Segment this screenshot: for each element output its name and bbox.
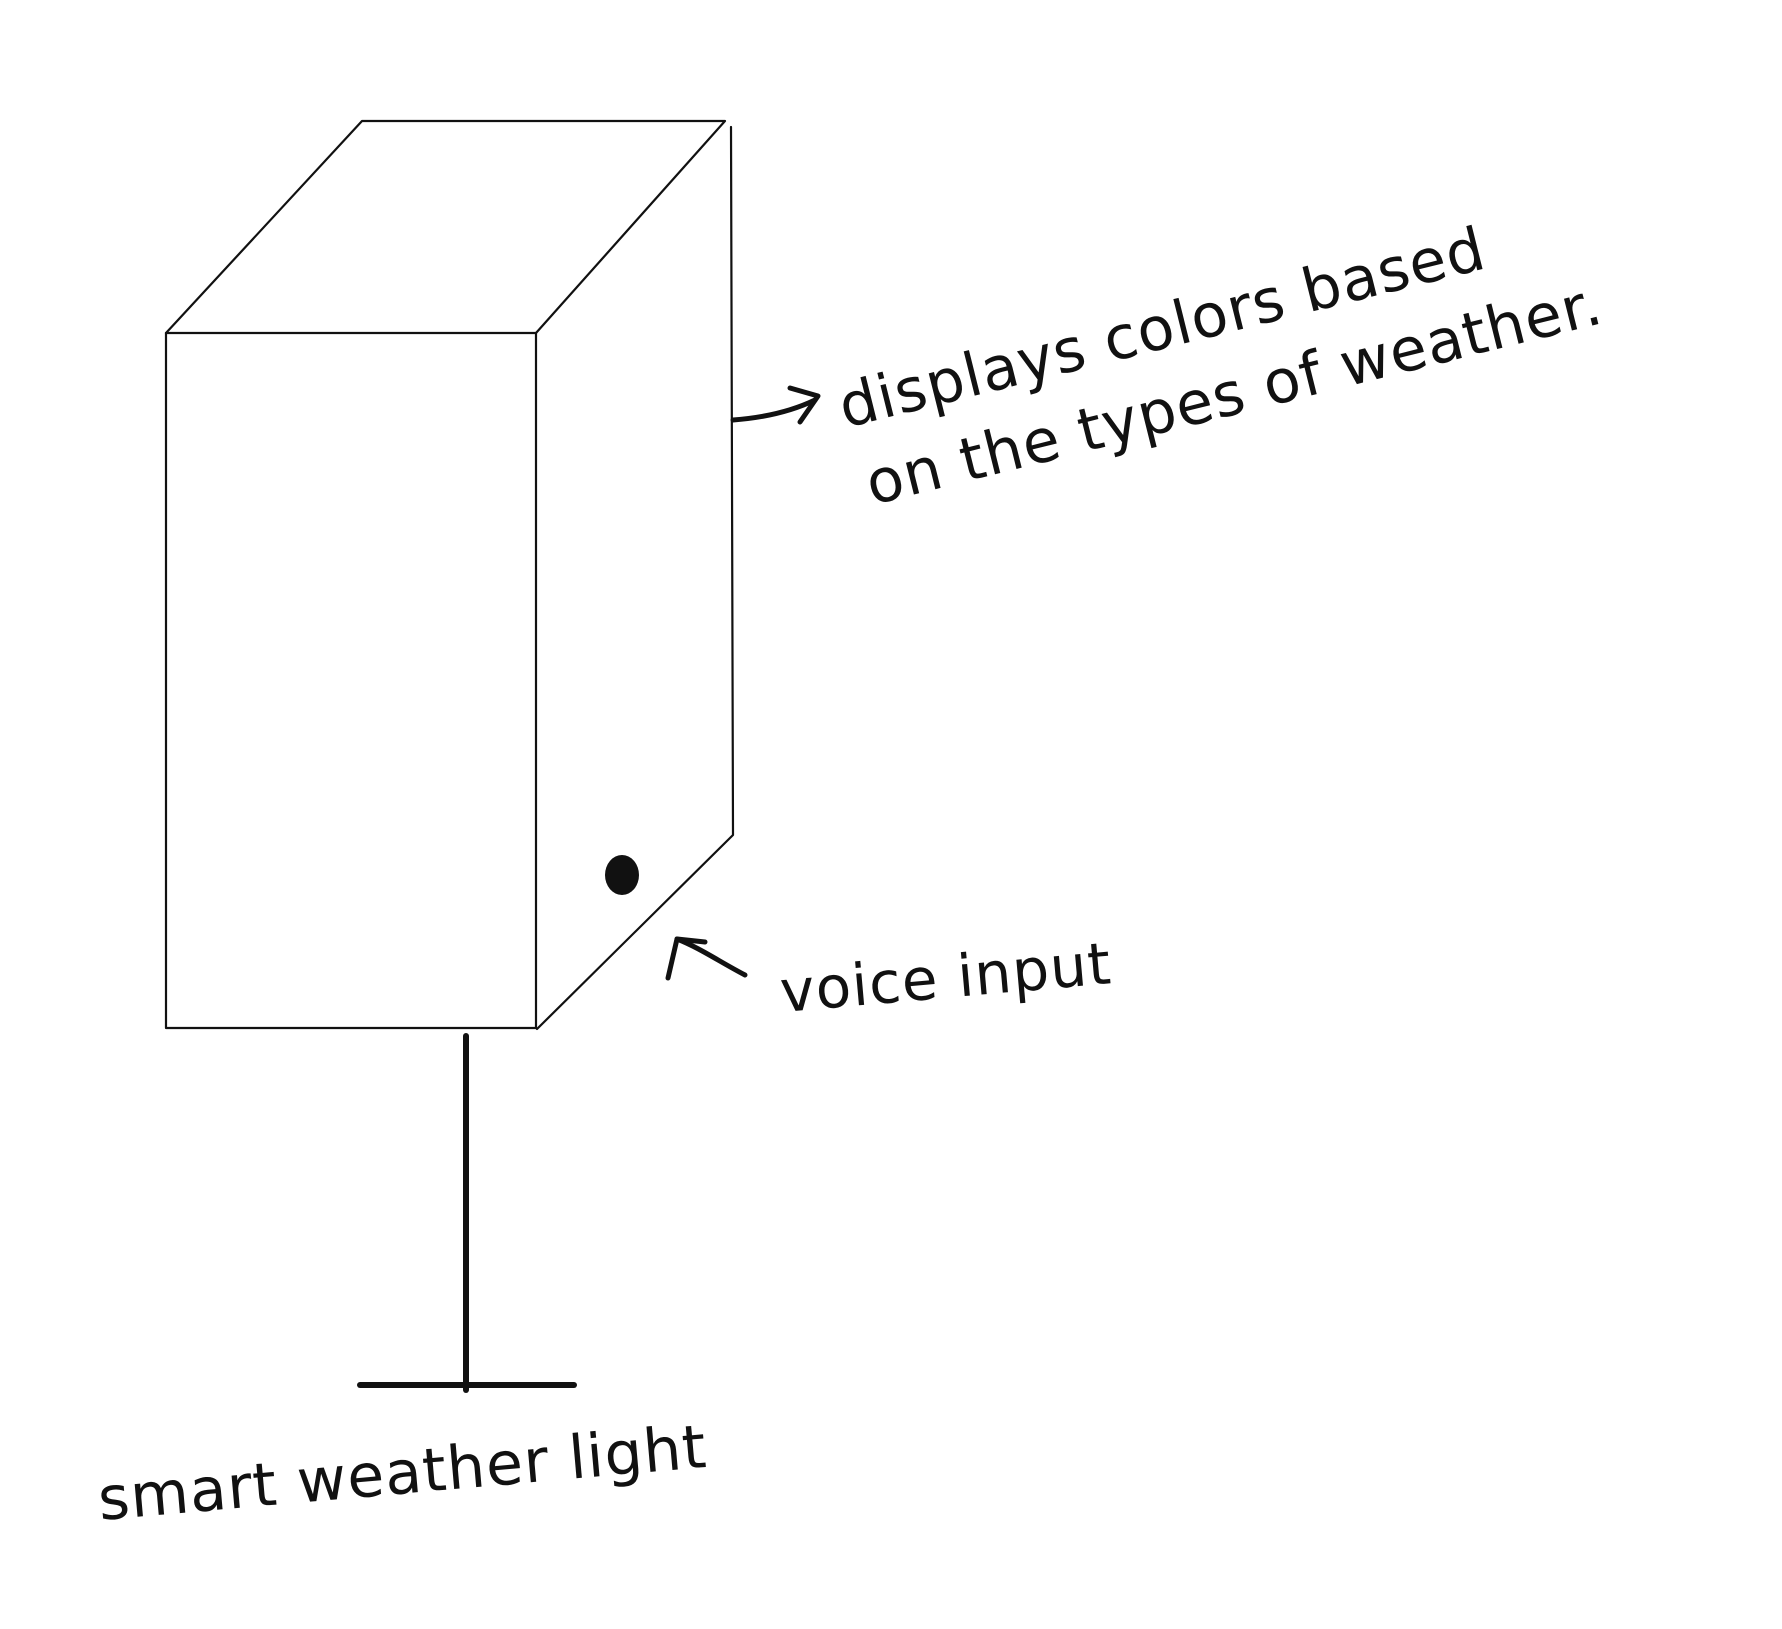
diagram-title: smart weather light [95,1412,709,1535]
voice-arrow-icon [665,936,748,981]
lamp-top-face [164,119,727,335]
voice-annotation: voice input [777,929,1114,1026]
display-arrow-icon [730,385,821,425]
microphone-dot [605,855,639,895]
lamp-box [164,119,735,1031]
lamp-front-face [164,331,538,1030]
lamp-side-face [535,125,735,1031]
